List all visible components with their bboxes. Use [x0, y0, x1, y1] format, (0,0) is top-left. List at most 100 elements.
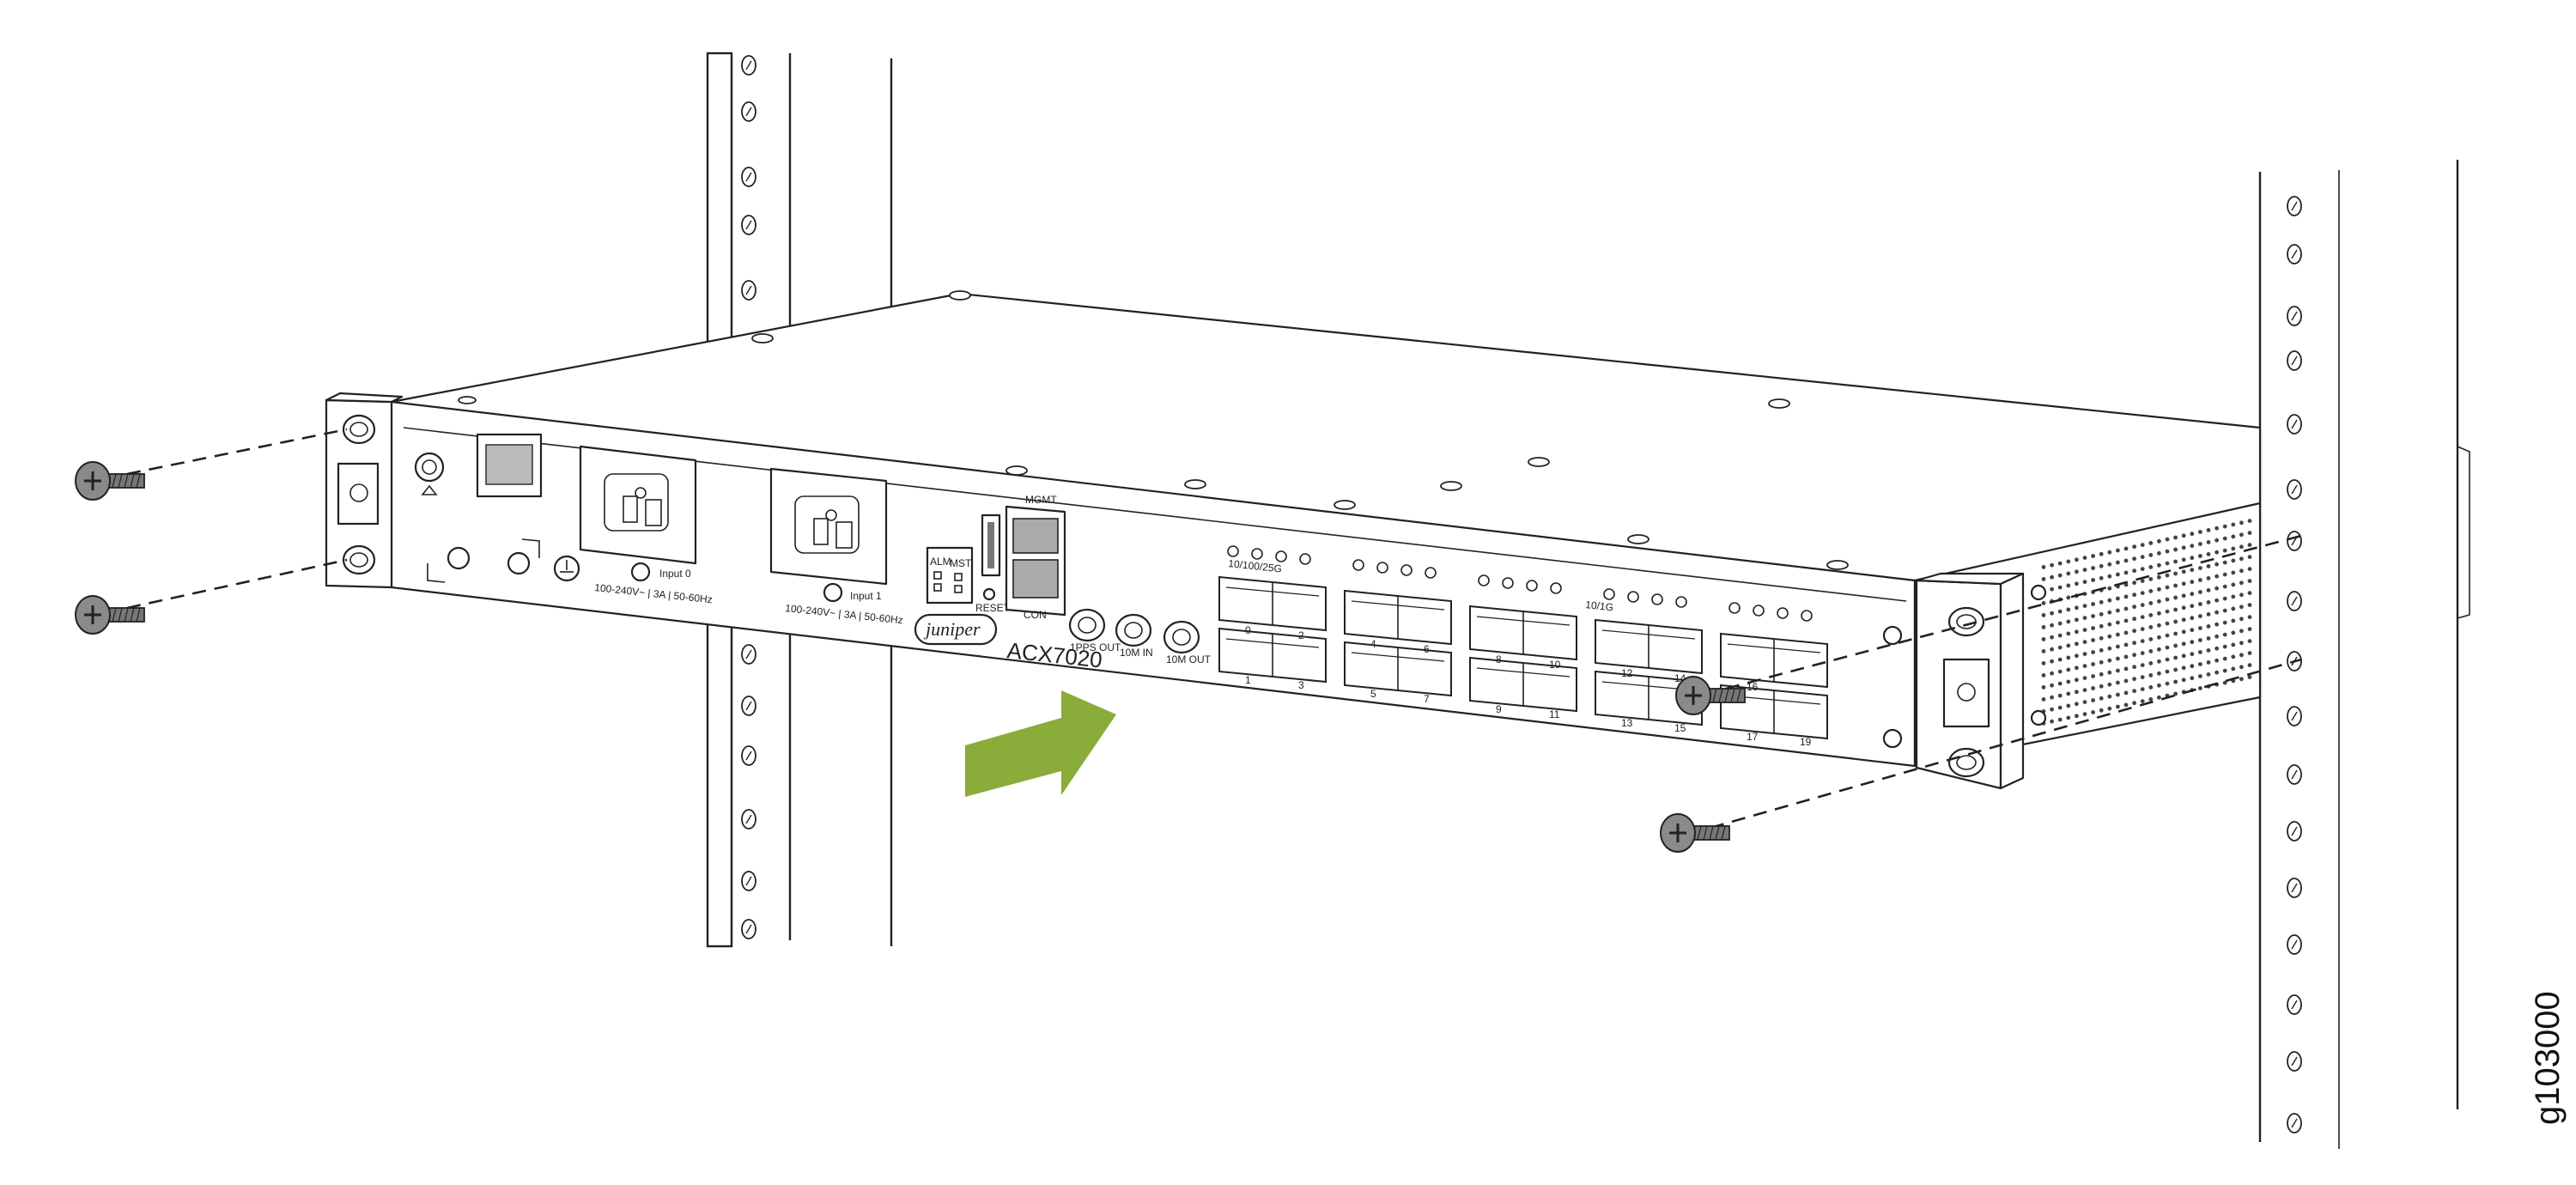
- rear-rack-post: [2258, 160, 2470, 1149]
- vent-hole: [2148, 673, 2154, 678]
- vent-hole: [2057, 561, 2063, 566]
- vent-hole: [2148, 577, 2154, 581]
- vent-hole: [2132, 592, 2137, 598]
- port-led: [1251, 548, 1263, 560]
- vent-hole: [2107, 634, 2112, 639]
- vent-hole: [2075, 653, 2079, 659]
- vent-hole: [2148, 565, 2154, 569]
- port-led: [1753, 605, 1765, 617]
- vent-hole: [2198, 542, 2202, 546]
- vent-hole: [2107, 586, 2112, 591]
- vent-hole: [2206, 600, 2211, 605]
- vent-hole: [2116, 680, 2120, 685]
- vent-hole: [2206, 552, 2211, 556]
- cable-grommet: [507, 551, 531, 575]
- port-number: 13: [1621, 717, 1633, 729]
- vent-hole: [2041, 613, 2046, 617]
- vent-hole: [2123, 546, 2129, 551]
- vent-hole: [2116, 644, 2120, 649]
- vent-hole: [2198, 638, 2202, 642]
- port-led: [1227, 545, 1239, 557]
- vent-hole: [2050, 659, 2055, 664]
- vent-hole: [2206, 672, 2211, 677]
- vent-hole: [2173, 655, 2178, 660]
- vent-hole: [2231, 558, 2236, 563]
- vent-hole: [2140, 567, 2145, 571]
- bnc-10m-in: 10M IN: [1115, 613, 1153, 659]
- vent-hole: [2165, 573, 2170, 578]
- vent-hole: [2082, 568, 2087, 572]
- vent-hole: [2075, 714, 2079, 719]
- vent-hole: [2206, 564, 2211, 568]
- vent-hole: [2215, 610, 2220, 615]
- insert-direction-arrow-icon: [965, 690, 1116, 797]
- vent-hole: [2157, 659, 2161, 664]
- vent-hole: [2181, 678, 2186, 683]
- vent-hole: [2082, 688, 2087, 692]
- vent-hole: [2066, 631, 2071, 636]
- vent-hole: [2140, 627, 2145, 631]
- vent-hole: [2091, 710, 2096, 714]
- vent-hole: [2181, 653, 2186, 659]
- vent-hole: [2165, 669, 2170, 674]
- ground-symbol-icon: [553, 555, 580, 582]
- vent-hole: [2198, 662, 2202, 666]
- sfp-port-group: [1469, 574, 1577, 713]
- vent-hole: [2132, 665, 2137, 670]
- vent-hole: [2231, 546, 2236, 551]
- port-number: 2: [1298, 629, 1304, 641]
- vent-hole: [2198, 578, 2202, 582]
- vent-hole: [2057, 669, 2063, 674]
- vent-hole: [2116, 620, 2120, 625]
- vent-hole: [2157, 599, 2161, 604]
- vent-hole: [2165, 561, 2170, 566]
- vent-hole: [2116, 560, 2120, 565]
- vent-hole: [2066, 559, 2071, 564]
- port-led: [1627, 591, 1639, 603]
- port-number: 15: [1674, 722, 1686, 734]
- port-number: 8: [1496, 653, 1502, 665]
- vent-hole: [2148, 553, 2154, 557]
- vent-hole: [2173, 571, 2178, 576]
- vent-hole: [2099, 611, 2104, 617]
- vent-hole: [2107, 550, 2112, 555]
- vent-hole: [2247, 567, 2252, 571]
- vent-hole: [2041, 565, 2046, 569]
- port-number: 17: [1747, 731, 1759, 743]
- power-input-0-label: Input 0: [659, 568, 691, 580]
- timing-ports: 1PPS OUT 10M IN 10M OUT: [1068, 608, 1212, 665]
- vent-hole: [2099, 563, 2104, 568]
- vent-hole: [2198, 554, 2202, 558]
- vent-hole: [2173, 559, 2178, 564]
- vent-hole: [2190, 664, 2195, 669]
- vent-hole: [2075, 629, 2079, 635]
- vent-hole: [2206, 660, 2211, 665]
- vent-hole: [2148, 685, 2154, 690]
- vent-hole: [2148, 637, 2154, 641]
- vent-hole: [2231, 522, 2236, 527]
- vent-hole: [2099, 659, 2104, 665]
- port-group-label-1: 10/100/25G: [1228, 557, 1283, 574]
- vent-hole: [2148, 649, 2154, 653]
- side-vent-perforation: [2041, 519, 2252, 726]
- vent-hole: [2198, 650, 2202, 654]
- vent-hole: [2206, 636, 2211, 641]
- vent-hole: [2132, 641, 2137, 646]
- vent-hole: [2057, 609, 2063, 614]
- port-number: 7: [1424, 693, 1430, 705]
- vent-hole: [2165, 609, 2170, 614]
- vent-hole: [2091, 650, 2096, 654]
- vent-hole: [2173, 595, 2178, 600]
- vent-hole: [2215, 646, 2220, 651]
- vent-hole: [2215, 622, 2220, 627]
- vent-hole: [2247, 663, 2252, 667]
- vent-hole: [2091, 662, 2096, 666]
- vent-hole: [2222, 656, 2227, 661]
- vent-hole: [2190, 652, 2195, 657]
- vent-hole: [2157, 671, 2161, 676]
- vent-hole: [2132, 677, 2137, 682]
- vent-hole: [2206, 588, 2211, 592]
- vent-hole: [2173, 583, 2178, 588]
- vent-hole: [2066, 667, 2071, 672]
